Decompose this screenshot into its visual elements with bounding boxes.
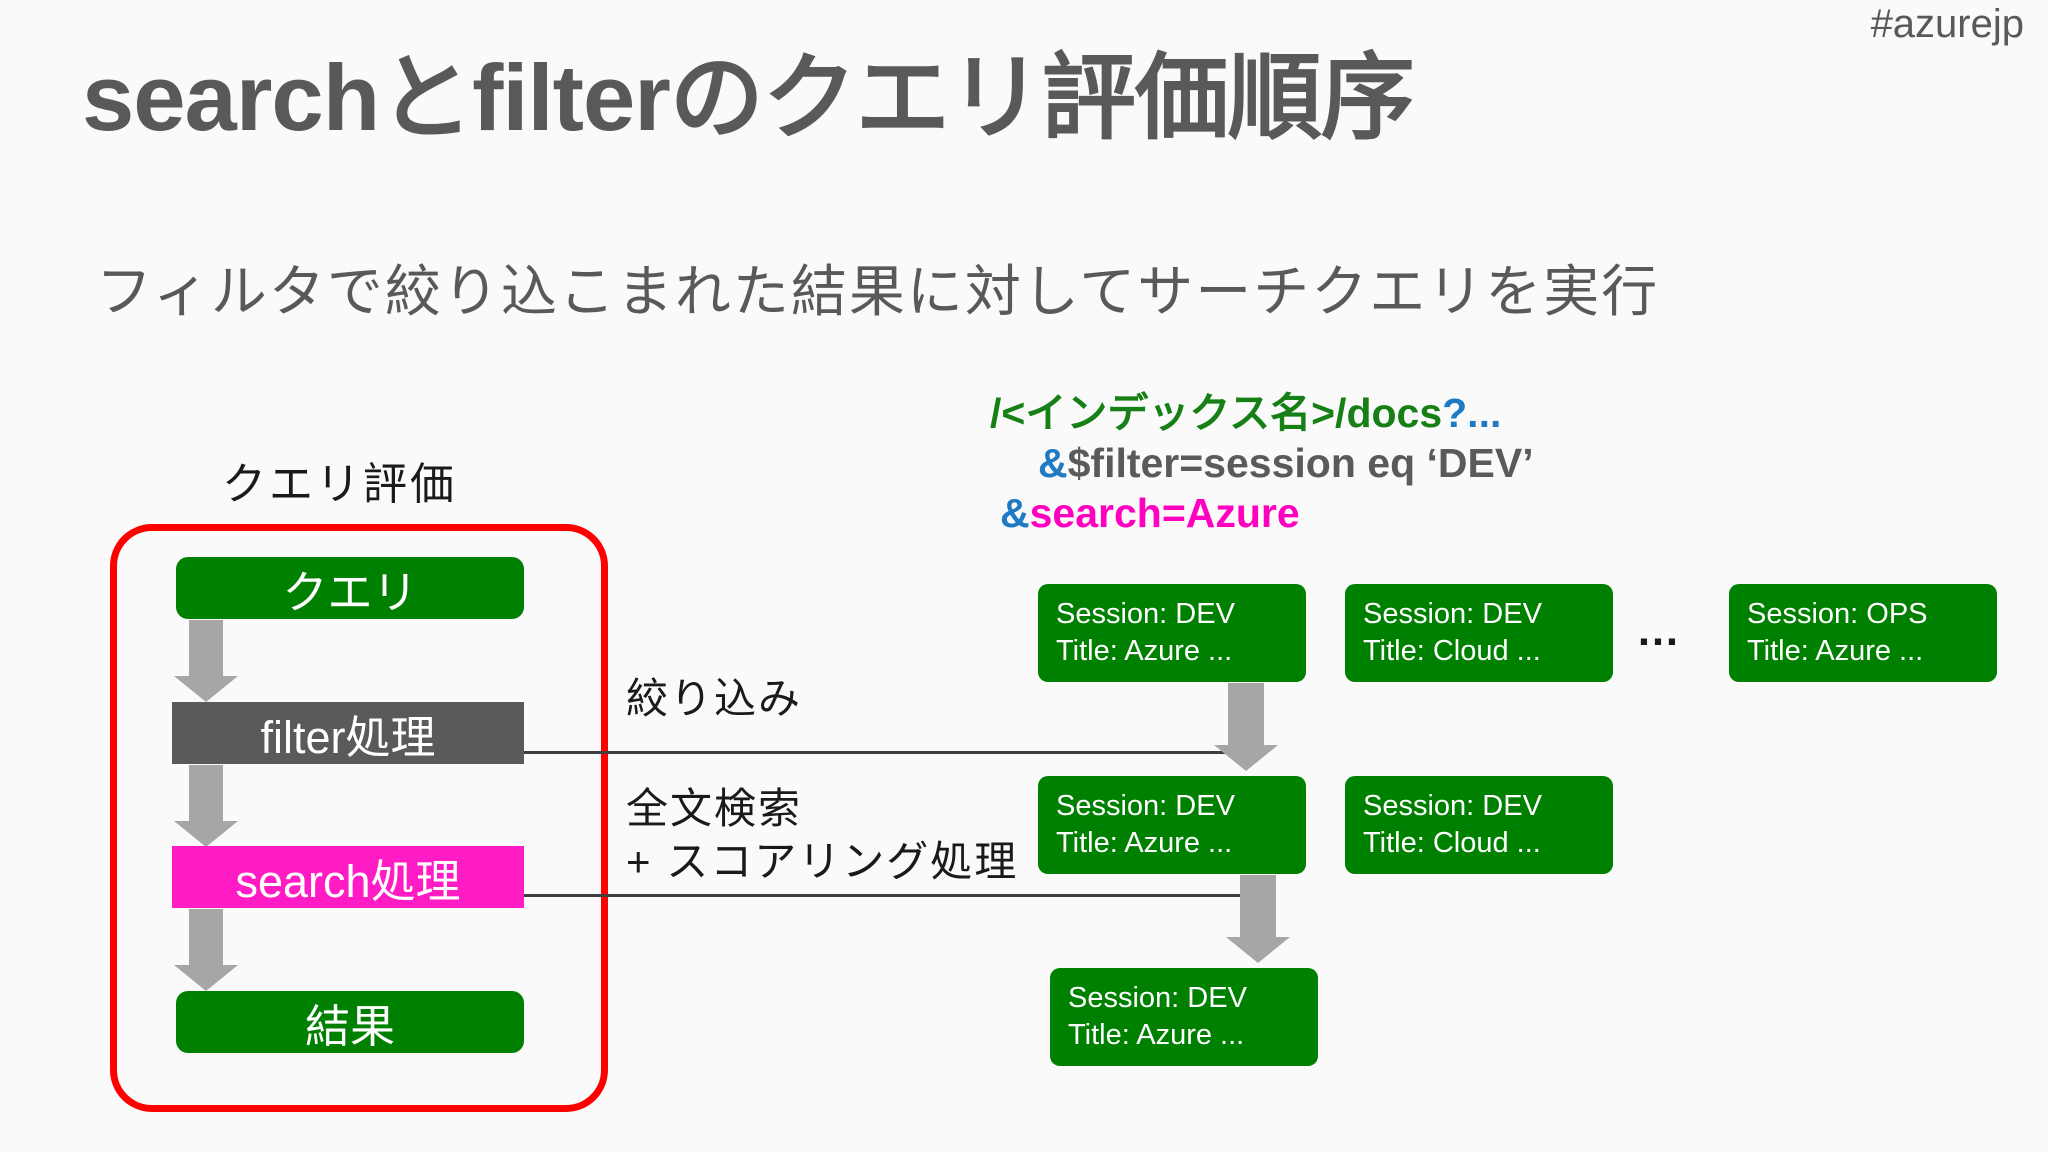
flow-step-filter: filter処理 [172, 702, 524, 764]
flow-step-query: クエリ [176, 557, 524, 619]
stage-label-fulltext-line1: 全文検索 [626, 785, 803, 832]
query-url-search-expression: search=Azure [1029, 490, 1300, 537]
document-card: Session: DEV Title: Azure ... [1038, 584, 1306, 683]
document-title: Title: Cloud ... [1363, 635, 1541, 668]
flow-arrow-search-to-result [174, 909, 238, 991]
document-title: Title: Azure ... [1747, 635, 1924, 668]
page-title: searchとfilterのクエリ評価順序 [82, 45, 1415, 150]
query-url-question: ?... [1442, 390, 1502, 436]
query-url-block: /<インデックス名>/docs?... &$filter=session eq … [990, 388, 1534, 538]
document-title: Title: Cloud ... [1363, 827, 1541, 860]
flow-arrow-query-to-filter [174, 620, 238, 702]
document-session: Session: DEV [1056, 790, 1235, 822]
query-url-line-2: &$filter=session eq ‘DEV’ [990, 438, 1534, 488]
document-session: Session: DEV [1363, 790, 1542, 822]
hashtag-label: #azurejp [1870, 2, 2024, 46]
document-card: Session: DEV Title: Cloud ... [1345, 776, 1613, 875]
document-session: Session: DEV [1068, 982, 1247, 1014]
document-card: Session: DEV Title: Azure ... [1038, 776, 1306, 875]
stage-label-fulltext: 全文検索 + スコアリング処理 [626, 783, 1018, 888]
stage-label-fulltext-line2: + スコアリング処理 [626, 837, 1019, 885]
query-url-amp-filter: & [1038, 440, 1068, 487]
documents-ellipsis: … [1636, 606, 1683, 655]
flow-step-result: 結果 [176, 991, 524, 1053]
document-session: Session: DEV [1363, 598, 1542, 630]
document-title: Title: Azure ... [1056, 827, 1233, 860]
document-card: Session: DEV Title: Azure ... [1050, 968, 1318, 1067]
query-url-path: /<インデックス名>/docs [990, 390, 1443, 436]
connector-line-search [524, 894, 1260, 897]
cascade-arrow-searched-results [1226, 875, 1290, 963]
query-url-line-1: /<インデックス名>/docs?... [990, 388, 1534, 438]
page-subtitle: フィルタで絞り込こまれた結果に対してサーチクエリを実行 [96, 260, 1660, 323]
document-card: Session: OPS Title: Azure ... [1729, 584, 1997, 683]
query-url-filter-expression: $filter=session eq ‘DEV’ [1067, 440, 1534, 487]
stage-label-narrow: 絞り込み [626, 675, 803, 722]
query-evaluation-frame [110, 524, 608, 1112]
flow-step-search: search処理 [172, 846, 524, 908]
document-title: Title: Azure ... [1056, 635, 1233, 668]
query-url-amp-search: & [1000, 490, 1030, 537]
document-session: Session: DEV [1056, 598, 1235, 630]
document-title: Title: Azure ... [1068, 1019, 1245, 1052]
query-url-line-3: &search=Azure [990, 488, 1534, 538]
flow-arrow-filter-to-search [174, 765, 238, 847]
query-evaluation-label: クエリ評価 [222, 460, 457, 509]
connector-line-filter [524, 751, 1248, 754]
document-card: Session: DEV Title: Cloud ... [1345, 584, 1613, 683]
document-session: Session: OPS [1747, 598, 1928, 630]
cascade-arrow-filtered-results [1214, 683, 1278, 771]
